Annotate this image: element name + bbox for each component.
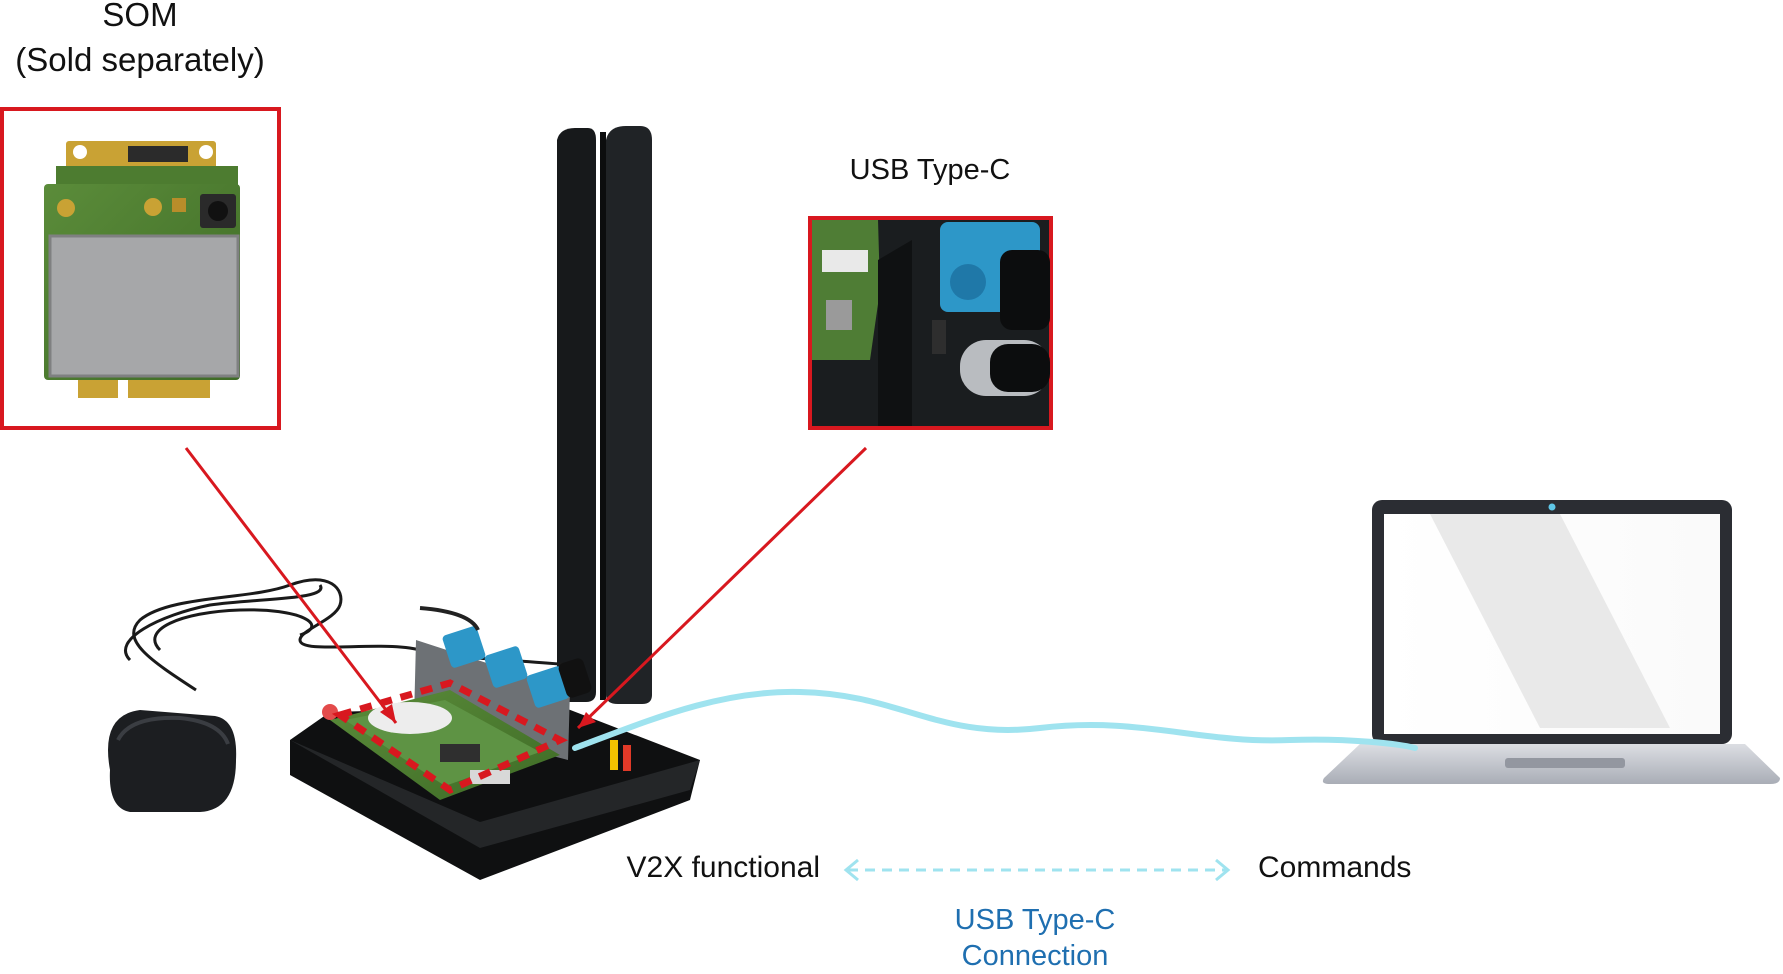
som-module-image [0, 107, 281, 430]
som-label: SOM (Sold separately) [0, 0, 280, 82]
usb-type-c-closeup-image [808, 216, 1053, 430]
som-callout-arrowhead [380, 704, 396, 723]
usb-type-c-label: USB Type-C [849, 154, 1011, 186]
som-label-line1: SOM [102, 0, 178, 33]
usb-connection-line1: USB Type-C [954, 904, 1116, 936]
double-arrow-icon [843, 858, 1231, 882]
antenna-icon [557, 126, 652, 704]
v2x-functional-label: V2X functional [626, 851, 820, 884]
som-callout-line [184, 447, 398, 724]
usb-callout-line [576, 446, 868, 730]
usb-connection-label: USB Type-C Connection [900, 902, 1170, 974]
commands-label: Commands [1258, 851, 1412, 884]
laptop-icon [1322, 500, 1780, 784]
usb-connection-line2: Connection [961, 940, 1109, 972]
som-label-line2: (Sold separately) [15, 41, 265, 78]
usb-cable [572, 688, 1418, 751]
usb-callout-arrowhead [578, 712, 596, 728]
